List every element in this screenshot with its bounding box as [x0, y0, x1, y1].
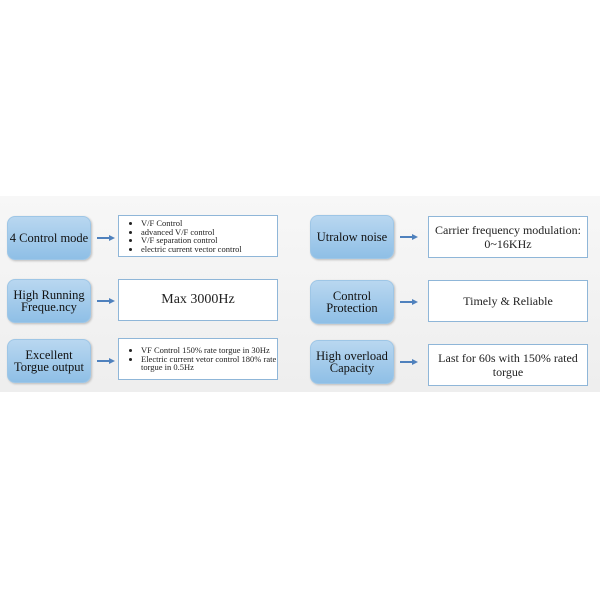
feature-description: V/F Controladvanced V/F controlV/F separ…: [118, 215, 278, 257]
arrow-right-icon: [400, 234, 418, 240]
arrow-right-icon: [400, 359, 418, 365]
feature-label-text: Utralow noise: [316, 230, 388, 244]
arrow-right-icon: [97, 298, 115, 304]
feature-label: High overload Capacity: [310, 340, 394, 384]
feature-label-text: Excellent Torgue output: [13, 348, 85, 374]
feature-label: Excellent Torgue output: [7, 339, 91, 383]
feature-label: High Running Freque.ncy: [7, 279, 91, 323]
feature-label: 4 Control mode: [7, 216, 91, 260]
arrow-right-icon: [97, 358, 115, 364]
feature-label-text: High Running Freque.ncy: [13, 288, 85, 314]
feature-description: Timely & Reliable: [428, 280, 588, 322]
bullet-item: V/F separation control: [141, 236, 277, 245]
bullet-item: advanced V/F control: [141, 227, 277, 237]
bullet-item: VF Control 150% rate torgue in 30Hz: [141, 346, 277, 355]
arrow-right-icon: [400, 299, 418, 305]
feature-label-text: High overload Capacity: [316, 349, 388, 375]
arrow-right-icon: [97, 235, 115, 241]
bullet-item: electric current vector control: [141, 244, 277, 254]
feature-label: Utralow noise: [310, 215, 394, 259]
feature-description: Last for 60s with 150% rated torgue: [428, 344, 588, 386]
feature-description: Carrier frequency modulation: 0~16KHz: [428, 216, 588, 258]
feature-label-text: Control Protection: [326, 289, 378, 315]
description-text: Last for 60s with 150% rated torgue: [438, 351, 578, 379]
bullet-item: V/F Control: [141, 219, 277, 228]
description-text: Max 3000Hz: [161, 292, 235, 307]
bullet-item: Electric current vetor control 180% rate…: [141, 355, 277, 372]
feature-label-text: 4 Control mode: [9, 231, 89, 245]
description-text: Carrier frequency modulation: 0~16KHz: [435, 223, 581, 251]
description-text: Timely & Reliable: [463, 294, 553, 308]
feature-description: Max 3000Hz: [118, 279, 278, 321]
feature-label: Control Protection: [310, 280, 394, 324]
feature-description: VF Control 150% rate torgue in 30HzElect…: [118, 338, 278, 380]
